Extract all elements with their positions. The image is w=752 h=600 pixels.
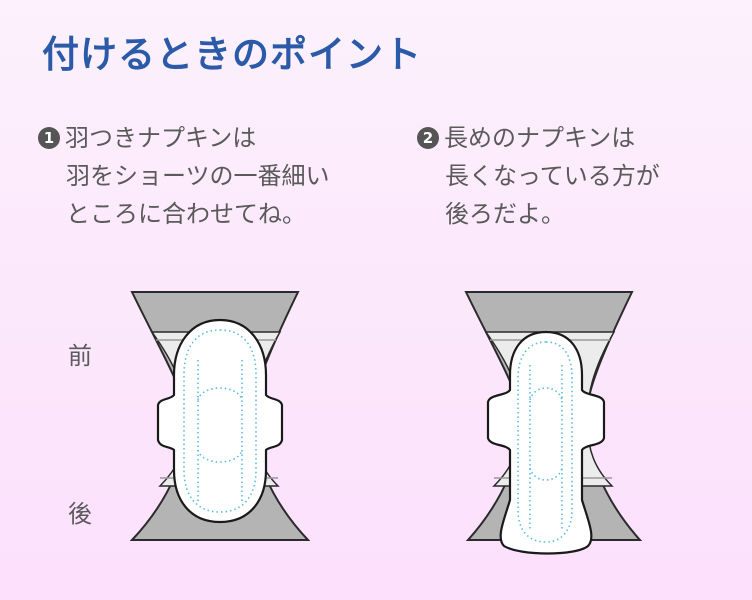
shorts-crotch-icon bbox=[130, 291, 310, 541]
point-2: 2 長めのナプキンは 長くなっている方が 後ろだよ。 bbox=[417, 119, 660, 233]
number-badge-1: 1 bbox=[38, 127, 60, 149]
point-1-line-1: 羽つきナプキンは bbox=[65, 124, 257, 152]
page-title: 付けるときのポイント bbox=[42, 33, 422, 76]
point-2-line-1: 長めのナプキンは bbox=[444, 124, 636, 152]
long-pad-illustration bbox=[464, 290, 644, 560]
front-label: 前 bbox=[68, 342, 92, 370]
point-2-line-2: 長くなっている方が bbox=[445, 162, 660, 190]
number-badge-2: 2 bbox=[417, 127, 439, 149]
point-1-line-3: ところに合わせてね。 bbox=[66, 200, 306, 228]
shorts-crotch-icon bbox=[464, 291, 643, 555]
winged-pad-illustration bbox=[130, 290, 310, 542]
point-1: 1 羽つきナプキンは 羽をショーツの一番細い ところに合わせてね。 bbox=[38, 119, 330, 233]
back-label: 後 bbox=[68, 500, 92, 528]
point-2-line-3: 後ろだよ。 bbox=[445, 200, 565, 228]
point-1-line-2: 羽をショーツの一番細い bbox=[66, 162, 330, 190]
